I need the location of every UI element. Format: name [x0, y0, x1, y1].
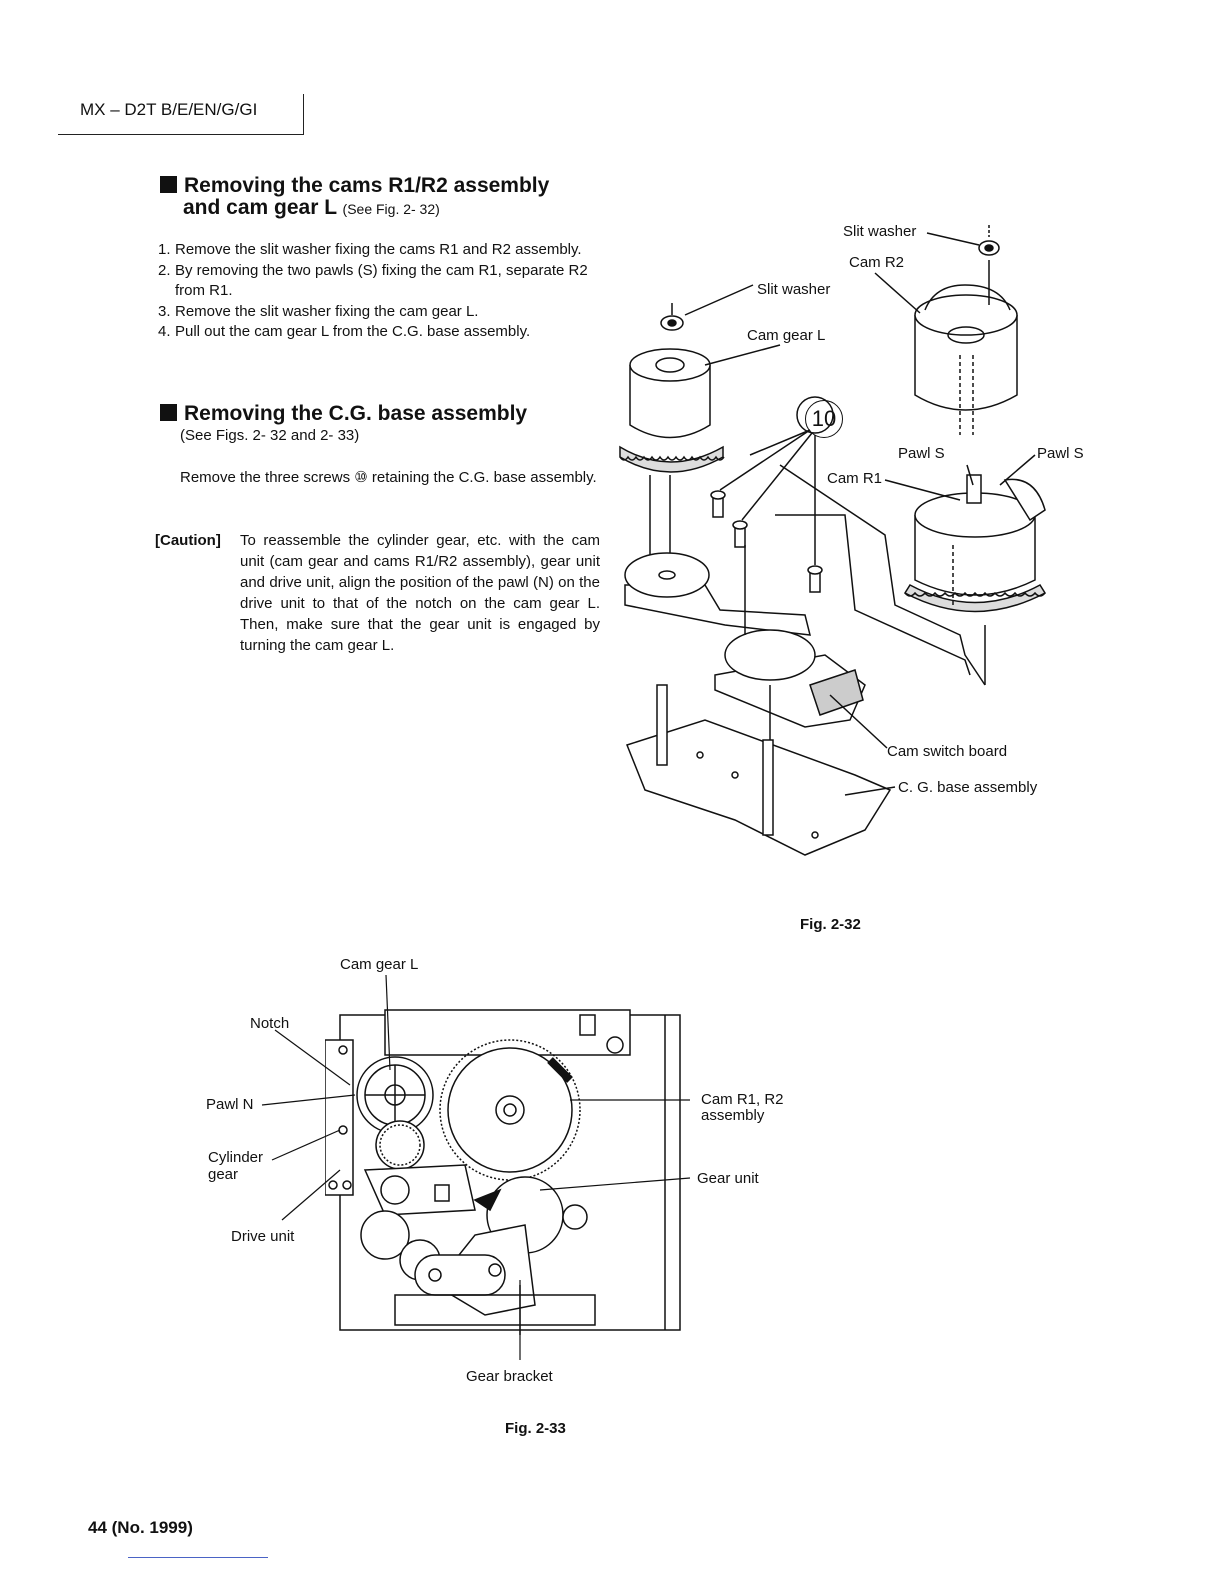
path-line	[780, 465, 985, 685]
bullet-square-icon	[160, 404, 177, 421]
section1-steps: 1.Remove the slit washer fixing the cams…	[158, 240, 598, 343]
section2-see-ref: (See Figs. 2- 32 and 2- 33)	[180, 427, 360, 444]
figure-caption-2-33: Fig. 2-33	[505, 1420, 566, 1437]
section2-body: Remove the three screws ⑩ retaining the …	[180, 469, 597, 486]
cam-switch-board-icon	[715, 545, 865, 775]
bullet-square-icon	[160, 176, 177, 193]
lower-gear-plate-icon	[625, 553, 810, 635]
header-rule	[58, 134, 304, 135]
label-pawl-s-right: Pawl S	[1037, 445, 1084, 462]
label-gear-bracket: Gear bracket	[466, 1368, 553, 1385]
section2-title: Removing the C.G. base assembly	[184, 402, 528, 425]
label-pawl-s-left: Pawl S	[898, 445, 945, 462]
cam-gear-l-icon	[620, 349, 724, 560]
section1-see-ref: (See Fig. 2- 32)	[342, 201, 440, 217]
assembled-view-diagram	[325, 985, 695, 1335]
path-line	[775, 515, 970, 675]
label-cam-gear-l: Cam gear L	[747, 327, 826, 344]
cam-r2-icon	[915, 260, 1017, 435]
label-cam-gear-l-33: Cam gear L	[340, 956, 419, 973]
label-slit-washer-top: Slit washer	[843, 223, 917, 240]
screw-number-badge: 10	[805, 400, 843, 438]
footer-rule	[128, 1557, 268, 1558]
label-cam-r1r2-line2: assembly	[701, 1107, 765, 1124]
caution-block: [Caution] To reassemble the cylinder gea…	[155, 530, 605, 680]
list-item: 4.Pull out the cam gear L from the C.G. …	[158, 323, 531, 340]
list-item: 1.Remove the slit washer fixing the cams…	[158, 241, 582, 258]
caution-text: To reassemble the cylinder gear, etc. wi…	[240, 532, 600, 654]
label-cylinder-gear-line2: gear	[208, 1166, 239, 1183]
label-drive-unit: Drive unit	[231, 1228, 295, 1245]
label-cam-switch-board: Cam switch board	[887, 743, 1008, 760]
label-cylinder-gear-line1: Cylinder	[208, 1149, 264, 1166]
label-gear-unit: Gear unit	[697, 1170, 759, 1187]
label-slit-washer-mid: Slit washer	[757, 281, 831, 298]
cam-r1-icon	[905, 475, 1045, 612]
label-cylinder-gear: Cylinder gear	[208, 1149, 263, 1183]
label-cam-r1r2: Cam R1, R2 assembly	[701, 1092, 784, 1124]
caution-label: [Caution]	[155, 532, 221, 549]
section2-heading: Removing the C.G. base assembly	[160, 403, 620, 425]
label-cam-r1: Cam R1	[827, 470, 883, 487]
label-cam-r1r2-line1: Cam R1, R2	[701, 1091, 784, 1108]
label-cam-r2: Cam R2	[849, 254, 905, 271]
figure-caption-2-32: Fig. 2-32	[800, 916, 861, 933]
fig33-leader-lines	[200, 960, 800, 1390]
section1-title-line2: and cam gear L	[183, 196, 337, 219]
section1-heading: Removing the cams R1/R2 assembly and cam…	[160, 175, 620, 220]
model-header: MX – D2T B/E/EN/G/GI	[80, 100, 258, 119]
page-number: 44 (No. 1999)	[88, 1518, 193, 1537]
label-cg-base: C. G. base assembly	[898, 779, 1038, 796]
section1-title-line1: Removing the cams R1/R2 assembly	[184, 174, 550, 197]
header-divider	[303, 94, 304, 135]
cg-base-icon	[627, 685, 890, 855]
slit-washer-top-icon	[979, 225, 999, 255]
list-item: 3.Remove the slit washer fixing the cam …	[158, 302, 479, 320]
slit-washer-mid-icon	[661, 303, 683, 330]
list-item: 2.By removing the two pawls (S) fixing t…	[158, 261, 588, 300]
label-notch: Notch	[250, 1015, 290, 1032]
label-pawl-n: Pawl N	[206, 1096, 254, 1113]
exploded-view-diagram	[605, 215, 1105, 875]
